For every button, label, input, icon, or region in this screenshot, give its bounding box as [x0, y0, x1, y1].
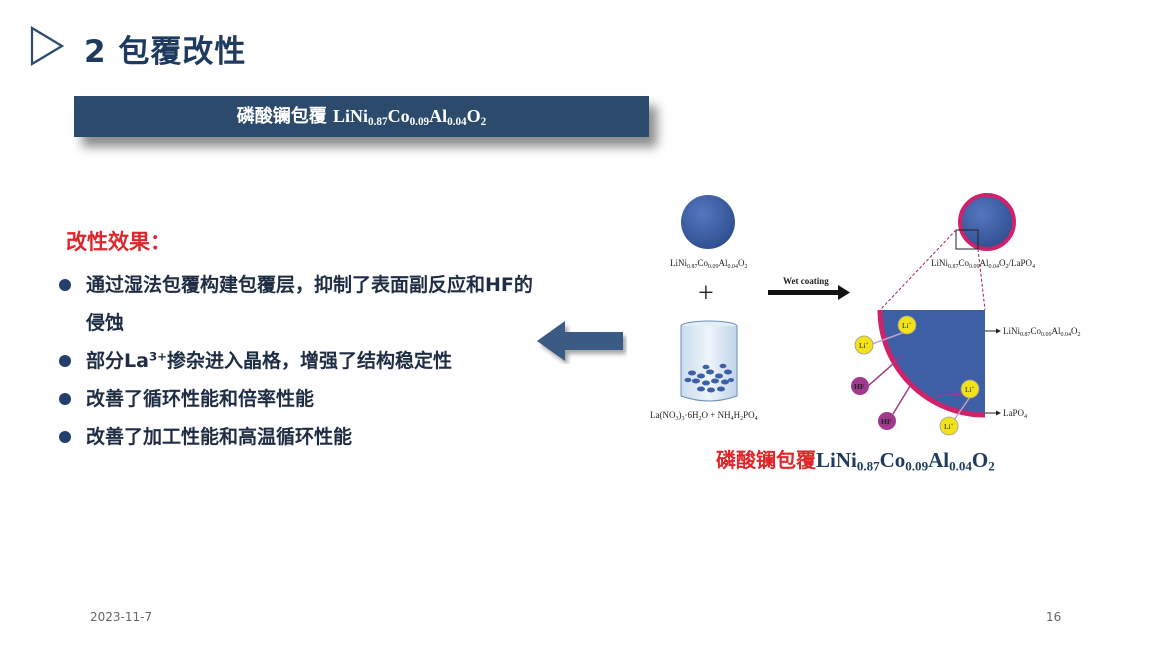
precursor-label: LiNi0.87Co0.09Al0.04O2 [670, 258, 748, 270]
bullet-icon [59, 393, 71, 405]
left-arrow-icon [537, 321, 623, 361]
bullet-icon [59, 279, 71, 291]
magnified-section [880, 310, 985, 415]
zoom-box [955, 229, 979, 250]
svg-text:HF: HF [881, 417, 892, 426]
list-item: 改善了循环性能和倍率性能 [56, 380, 536, 418]
coating-diagram: LiNi0.87Co0.09Al0.04O2 + La(NO3)3·6H2O +… [650, 193, 1081, 436]
li-ion-marker: Li+ [897, 315, 917, 335]
hf-molecule-marker: HF [878, 412, 896, 430]
li-ion-marker: Li+ [960, 379, 980, 399]
plus-sign: + [698, 278, 714, 309]
svg-text:Li+: Li+ [944, 422, 954, 431]
banner: 磷酸镧包覆 LiNi0.87Co0.09Al0.04O2 [74, 96, 649, 137]
list-item: 改善了加工性能和高温循环性能 [56, 418, 536, 456]
effects-list: 通过湿法包覆构建包覆层，抑制了表面副反应和HF的侵蚀 部分La3+掺杂进入晶格，… [56, 266, 536, 456]
bullet-icon [59, 355, 71, 367]
coated-label: LiNi0.87Co0.09Al0.04O2/LaPO4 [931, 258, 1035, 270]
page-title: 2 包覆改性 [84, 34, 247, 70]
coated-sphere [958, 193, 1016, 251]
right-arrow-icon [768, 285, 850, 300]
lapo4-shell [877, 309, 986, 418]
shell-label: LaPO4 [1003, 408, 1027, 420]
beaker-icon [680, 320, 738, 402]
page-number: 16 [1046, 610, 1062, 624]
diagram-caption: 磷酸镧包覆LiNi0.87Co0.09Al0.04O2 [716, 448, 995, 474]
reagent-label: La(NO3)3·6H2O + NH4H2PO4 [650, 410, 758, 422]
svg-text:Li+: Li+ [965, 385, 975, 394]
li-ion-marker: Li+ [939, 416, 959, 436]
hf-molecule-marker: HF [851, 377, 869, 395]
li-ion-marker: Li+ [854, 335, 874, 355]
svg-text:HF: HF [854, 382, 865, 391]
banner-prefix: 磷酸镧包覆 [236, 106, 334, 127]
bullet-icon [59, 431, 71, 443]
banner-formula: LiNi0.87Co0.09Al0.04O2 [333, 106, 487, 128]
precursor-sphere [681, 195, 735, 249]
list-item: 部分La3+掺杂进入晶格，增强了结构稳定性 [56, 342, 536, 380]
core-label: LiNi0.87Co0.09Al0.04O2 [1003, 326, 1081, 338]
svg-text:Li+: Li+ [902, 321, 912, 330]
effects-title: 改性效果： [66, 230, 171, 254]
title-triangle-icon [30, 26, 64, 66]
list-item: 通过湿法包覆构建包覆层，抑制了表面副反应和HF的侵蚀 [56, 266, 536, 342]
svg-text:Li+: Li+ [859, 341, 869, 350]
footer-date: 2023-11-7 [90, 610, 153, 624]
process-label: Wet coating [783, 276, 829, 286]
caption-formula: LiNi0.87Co0.09Al0.04O2 [816, 448, 995, 474]
